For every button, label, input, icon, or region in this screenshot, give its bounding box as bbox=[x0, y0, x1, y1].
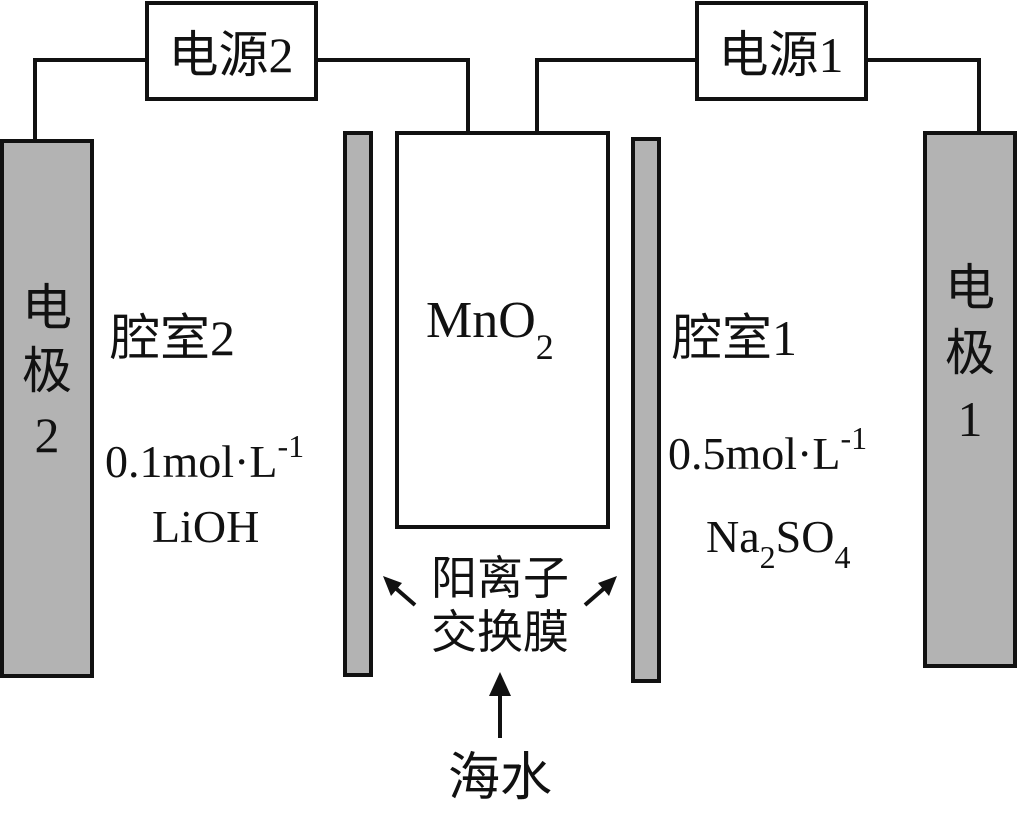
arrow-to-right-membrane bbox=[583, 576, 617, 607]
arrows bbox=[383, 576, 617, 738]
electrode-1-char1: 电 bbox=[945, 260, 995, 316]
electrode-1: 电 极 1 bbox=[923, 131, 1017, 668]
seawater-label: 海水 bbox=[448, 750, 552, 807]
power-supply-2: 电源2 bbox=[145, 1, 318, 101]
electrode-2-char1: 电 bbox=[22, 280, 72, 336]
chamber-2-conc-superscript: -1 bbox=[277, 428, 304, 464]
wires bbox=[33, 58, 981, 140]
chamber-2-label: 腔室2 bbox=[110, 310, 235, 366]
membrane-label: 阳离子 交换膜 bbox=[431, 553, 569, 658]
wire-supply1-to-electrode1 bbox=[866, 58, 981, 133]
power-supply-2-label: 电源2 bbox=[169, 27, 294, 83]
mno2-subscript: 2 bbox=[536, 327, 554, 367]
electrode-2-char3: 2 bbox=[35, 407, 60, 463]
power-supply-1: 电源1 bbox=[695, 1, 868, 101]
mno2-label: MnO2 bbox=[426, 292, 554, 367]
mno2-electrode: MnO2 bbox=[395, 131, 610, 529]
arrow-seawater-up bbox=[489, 672, 511, 738]
arrow-to-left-membrane bbox=[383, 576, 417, 607]
wire-mno2-to-supply1 bbox=[535, 58, 697, 133]
wire-supply2-to-mno2 bbox=[316, 58, 470, 133]
chamber-1-conc-superscript: -1 bbox=[840, 420, 867, 456]
chamber-1-concentration: 0.5mol·L-1 bbox=[668, 420, 867, 479]
membrane-label-line1: 阳离子 bbox=[431, 553, 569, 604]
wire-electrode2-to-supply2 bbox=[33, 58, 147, 140]
chamber-2-concentration: 0.1mol·L-1 bbox=[105, 428, 304, 487]
chamber-2: 腔室2 0.1mol·L-1 LiOH bbox=[105, 310, 304, 552]
chamber-1: 腔室1 0.5mol·L-1 Na2SO4 bbox=[668, 310, 867, 575]
chamber-1-solute-subscript-b: 4 bbox=[834, 539, 850, 575]
chamber-1-solute-subscript-a: 2 bbox=[760, 539, 776, 575]
chamber-1-solute: Na2SO4 bbox=[706, 511, 850, 575]
power-supply-1-label: 电源1 bbox=[719, 27, 844, 83]
electrode-2-char2: 极 bbox=[22, 343, 72, 399]
chamber-2-solute: LiOH bbox=[152, 501, 259, 552]
electrode-1-char2: 极 bbox=[945, 325, 995, 381]
membrane-label-line2: 交换膜 bbox=[431, 607, 569, 658]
chamber-1-label: 腔室1 bbox=[672, 310, 797, 366]
electrode-1-char3: 1 bbox=[958, 391, 983, 447]
electrode-2: 电 极 2 bbox=[0, 139, 94, 678]
membrane-right bbox=[631, 137, 661, 683]
membrane-left bbox=[343, 131, 373, 677]
